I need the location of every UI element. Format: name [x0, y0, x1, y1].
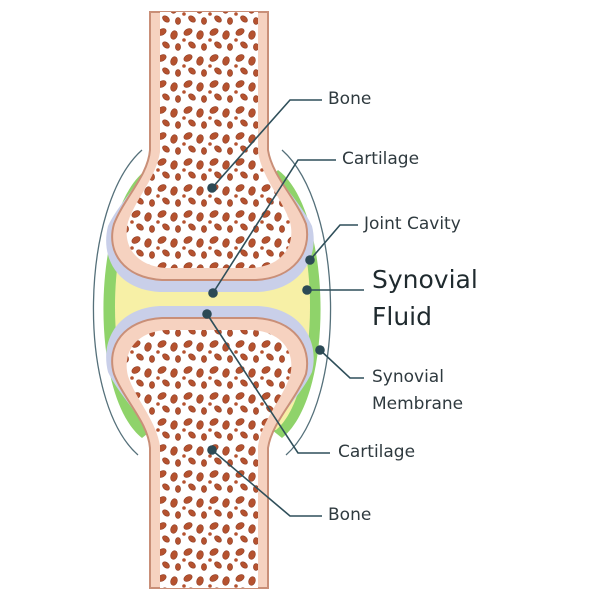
- label-cartilage-bottom: Cartilage: [338, 442, 416, 462]
- leader-lines: [206, 99, 364, 517]
- upper-bone: [106, 11, 314, 292]
- leader-cartilage-bottom: [206, 313, 330, 454]
- leader-joint-cavity: [309, 224, 358, 261]
- leader-cartilage-top: [212, 159, 336, 294]
- leader-bone-bottom: [211, 449, 322, 517]
- leader-bone-top: [211, 99, 322, 189]
- joint-capsule: [92, 149, 332, 456]
- dot-cartilage-top: [208, 288, 218, 298]
- label-bone-bottom: Bone: [328, 505, 372, 525]
- label-synovial-fluid-line1: Synovial: [372, 265, 478, 294]
- leader-synovial-membrane: [319, 349, 364, 379]
- dot-bone-top: [207, 183, 217, 193]
- label-synovial-fluid-line2: Fluid: [372, 302, 432, 331]
- label-synovial-membrane-line2: Membrane: [372, 394, 464, 414]
- dot-synovial-membrane: [315, 345, 325, 355]
- dot-bone-bottom: [207, 445, 217, 455]
- label-synovial-membrane-line1: Synovial: [372, 367, 444, 387]
- dot-cartilage-bottom: [202, 309, 212, 319]
- dot-joint-cavity: [305, 255, 315, 265]
- label-joint-cavity: Joint Cavity: [364, 214, 461, 234]
- marker-dots: [202, 183, 325, 455]
- label-bone-top: Bone: [328, 89, 372, 109]
- dot-synovial-fluid: [302, 285, 312, 295]
- label-cartilage-top: Cartilage: [342, 149, 420, 169]
